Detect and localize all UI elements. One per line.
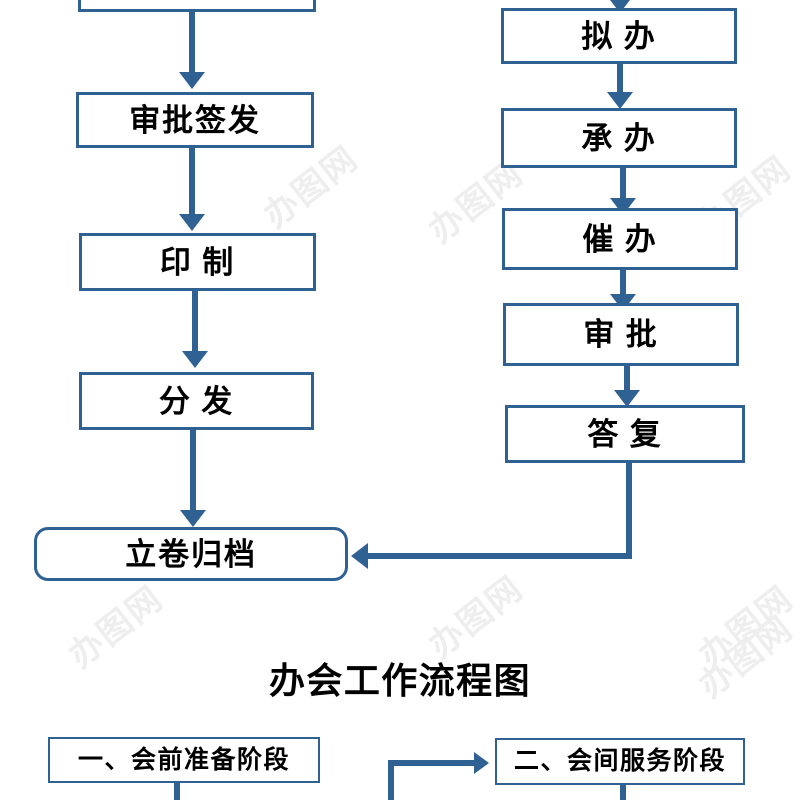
right-node-expediting[interactable]: 催 办 <box>502 208 738 270</box>
connector-reply-down <box>626 463 632 559</box>
right-node-undertaking[interactable]: 承 办 <box>501 108 737 168</box>
connector-reply-left <box>368 553 632 559</box>
connector-right-4 <box>624 366 630 400</box>
left-node-filing-archive-label: 立卷归档 <box>125 536 257 572</box>
section-title-meeting-workflow: 办会工作流程图 <box>0 652 800 704</box>
right-node-reply[interactable]: 答 复 <box>505 405 745 463</box>
stage-node-in-meeting-service[interactable]: 二、会间服务阶段 <box>495 738 745 785</box>
connector-left-4 <box>190 430 196 512</box>
left-node-filing-archive[interactable]: 立卷归档 <box>34 527 348 581</box>
right-node-reply-label: 答 复 <box>587 416 663 452</box>
connector-stage1-down <box>174 783 180 800</box>
arrow-down-right-4 <box>614 390 640 407</box>
arrow-right-to-stage2 <box>474 752 489 774</box>
right-node-undertaking-label: 承 办 <box>581 120 657 156</box>
left-node-printing-label: 印 制 <box>159 244 236 280</box>
connector-left-3 <box>192 291 198 353</box>
arrow-down-right-1 <box>607 92 633 109</box>
left-node-approval-signoff-label: 审批签发 <box>129 102 261 138</box>
connector-right-2 <box>620 168 626 204</box>
connector-left-1 <box>189 12 195 74</box>
section-title-text: 办会工作流程图 <box>268 661 532 701</box>
right-node-expediting-label: 催 办 <box>582 221 658 257</box>
stage-node-in-meeting-service-label: 二、会间服务阶段 <box>513 748 726 775</box>
connector-left-2 <box>189 148 195 216</box>
right-node-draft-handling[interactable]: 拟 办 <box>501 8 737 64</box>
arrow-down-left-1 <box>179 72 205 89</box>
left-node-approval-signoff[interactable]: 审批签发 <box>76 92 314 148</box>
arrow-down-left-4 <box>180 510 206 527</box>
right-node-draft-handling-label: 拟 办 <box>581 18 657 54</box>
connector-right-1 <box>617 64 623 96</box>
connector-stage2-riser <box>388 762 394 800</box>
left-node-distribution-label: 分 发 <box>158 383 235 419</box>
left-node-cropped-top[interactable] <box>78 0 316 12</box>
connector-right-3 <box>620 270 626 300</box>
connector-stage2-down <box>620 785 626 800</box>
left-node-distribution[interactable]: 分 发 <box>79 372 314 430</box>
arrow-left-to-archive <box>351 543 368 569</box>
arrow-down-left-3 <box>182 351 208 368</box>
right-node-approval[interactable]: 审 批 <box>503 303 739 366</box>
stage-node-pre-meeting-preparation[interactable]: 一、会前准备阶段 <box>48 737 320 783</box>
right-node-approval-label: 审 批 <box>583 317 659 352</box>
stage-node-pre-meeting-preparation-label: 一、会前准备阶段 <box>77 746 290 774</box>
left-node-printing[interactable]: 印 制 <box>79 233 316 291</box>
arrow-down-left-2 <box>179 214 205 231</box>
connector-stage2-left <box>388 760 474 766</box>
